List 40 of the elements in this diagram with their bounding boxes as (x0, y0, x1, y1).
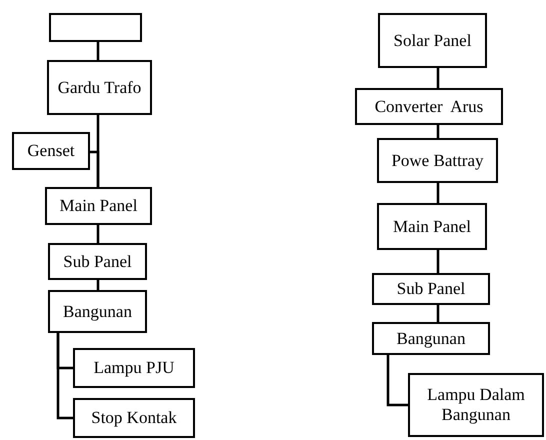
box-label: Stop Kontak (91, 408, 177, 428)
box-label: Sub Panel (396, 279, 466, 299)
process-box (372, 273, 490, 305)
box-label: Gardu Trafo (58, 78, 142, 98)
box-label: Lampu Dalam Bangunan (426, 385, 526, 425)
process-box (48, 290, 147, 333)
box-label: Lampu PJU (94, 358, 174, 378)
box-label: Converter Arus (374, 96, 484, 116)
connector-line (436, 250, 440, 273)
connector-line (386, 355, 408, 406)
process-box (372, 322, 490, 355)
connector-line (56, 333, 73, 420)
box-label: Sub Panel (63, 252, 132, 272)
process-box (408, 373, 544, 437)
box-label: Genset (27, 141, 75, 161)
box-label: Powe Battray (391, 150, 484, 170)
connector-line (96, 225, 100, 243)
box-label: Bangunan (63, 302, 132, 322)
box-label: Main Panel (393, 216, 471, 236)
process-box (355, 88, 503, 125)
process-box (73, 398, 195, 438)
connector-line (436, 183, 440, 203)
connector-line (96, 280, 100, 290)
box-label: Solar Panel (394, 30, 472, 50)
connector-line (90, 150, 100, 187)
connector-line (436, 305, 440, 322)
connector-line (436, 125, 440, 138)
box-label: Bangunan (396, 328, 466, 348)
empty-box (49, 13, 142, 42)
process-box (377, 203, 487, 250)
connector-line (436, 68, 440, 88)
process-box (47, 60, 152, 115)
connector-line (96, 42, 100, 60)
process-box (73, 348, 195, 388)
process-box (12, 132, 90, 170)
process-box (45, 187, 152, 225)
process-box (377, 138, 498, 183)
box-label: Main Panel (60, 196, 138, 216)
process-box (48, 243, 147, 280)
process-box (378, 13, 487, 68)
